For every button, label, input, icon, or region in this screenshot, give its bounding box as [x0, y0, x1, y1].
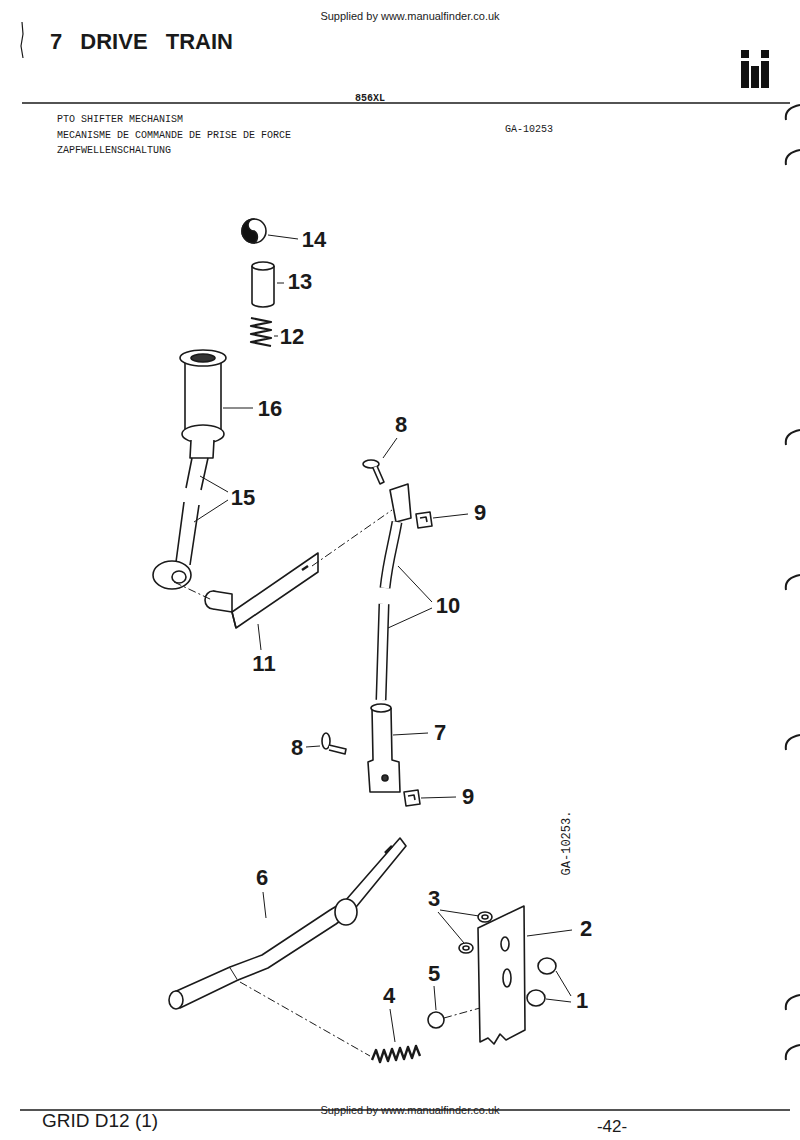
grid-reference: GRID D12 (1) — [42, 1111, 158, 1132]
watermark: Supplied by www.manualfinder.co.uk — [320, 1104, 499, 1116]
figure-number: GA-10253 — [505, 124, 553, 135]
callout-number: 5 — [428, 962, 440, 986]
callout-number: 16 — [258, 397, 282, 421]
callout-number: 3 — [428, 887, 440, 911]
callout-number: 10 — [436, 594, 460, 618]
callout-number: 12 — [280, 325, 304, 349]
figure-number: GA-10253. — [561, 811, 574, 876]
callout-number: 8 — [395, 413, 407, 437]
section-heading: PTO SHIFTER MECHANISM — [57, 114, 183, 125]
model-number: 856XL — [355, 93, 385, 104]
watermark: Supplied by www.manualfinder.co.uk — [320, 10, 499, 22]
page-title: 7 DRIVE TRAIN — [50, 30, 233, 54]
callout-number: 15 — [231, 486, 255, 510]
callout-number: 14 — [302, 228, 326, 252]
page-frame — [20, 22, 800, 1110]
ih-logo — [741, 50, 769, 88]
callout-number: 8 — [291, 736, 303, 760]
callout-number: 9 — [474, 501, 486, 525]
section-heading: MECANISME DE COMMANDE DE PRISE DE FORCE — [57, 130, 291, 141]
callout-number: 1 — [576, 989, 588, 1013]
callout-number: 6 — [256, 866, 268, 890]
parts — [153, 219, 556, 1062]
callout-number: 11 — [252, 652, 275, 676]
leader-lines — [194, 235, 572, 1042]
centre-lines — [174, 510, 480, 1056]
callout-number: 7 — [434, 721, 446, 745]
callout-number: 2 — [580, 917, 592, 941]
page-number: -42- — [597, 1118, 627, 1137]
callout-number: 4 — [383, 984, 395, 1008]
section-heading: ZAPFWELLENSCHALTUNG — [57, 145, 171, 156]
callout-number: 13 — [288, 270, 312, 294]
callout-number: 9 — [462, 785, 474, 809]
